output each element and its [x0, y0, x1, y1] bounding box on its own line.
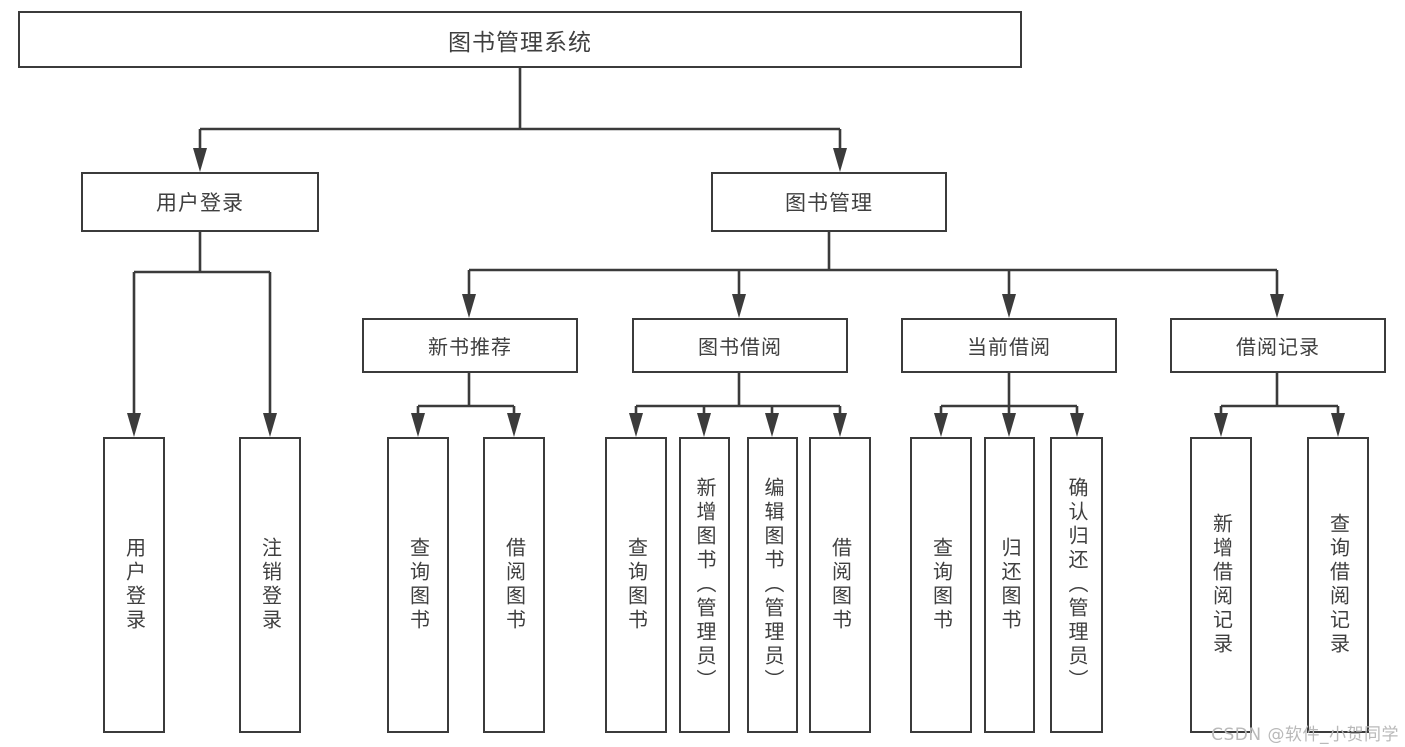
node-root-system[interactable]: 图书管理系统 — [18, 11, 1022, 68]
leaf-user-logout[interactable]: 注销登录 — [239, 437, 301, 733]
leaf-borrow-edit-book-admin[interactable]: 编辑图书（管理员） — [747, 437, 798, 733]
node-new-book-recommend[interactable]: 新书推荐 — [362, 318, 578, 373]
leaf-user-login-label: 用户登录 — [122, 537, 147, 633]
leaf-user-login[interactable]: 用户登录 — [103, 437, 165, 733]
node-book-management[interactable]: 图书管理 — [711, 172, 947, 232]
leaf-current-confirm-return-admin[interactable]: 确认归还（管理员） — [1050, 437, 1103, 733]
node-book-management-label: 图书管理 — [785, 191, 873, 215]
node-current-borrow[interactable]: 当前借阅 — [901, 318, 1117, 373]
leaf-recommend-query-book[interactable]: 查询图书 — [387, 437, 449, 733]
node-book-borrow[interactable]: 图书借阅 — [632, 318, 848, 373]
leaf-recommend-borrow-book-label: 借阅图书 — [502, 537, 527, 633]
node-book-borrow-label: 图书借阅 — [698, 335, 782, 359]
leaf-current-return-book[interactable]: 归还图书 — [984, 437, 1035, 733]
leaf-recommend-borrow-book[interactable]: 借阅图书 — [483, 437, 545, 733]
leaf-current-query-book-label: 查询图书 — [929, 537, 954, 633]
leaf-borrow-query-book-label: 查询图书 — [624, 537, 649, 633]
leaf-records-query-record[interactable]: 查询借阅记录 — [1307, 437, 1369, 733]
leaf-current-confirm-return-admin-label: 确认归还（管理员） — [1065, 477, 1089, 693]
leaf-current-return-book-label: 归还图书 — [998, 537, 1022, 633]
leaf-records-query-record-label: 查询借阅记录 — [1326, 513, 1351, 657]
leaf-borrow-query-book[interactable]: 查询图书 — [605, 437, 667, 733]
leaf-borrow-borrow-book[interactable]: 借阅图书 — [809, 437, 871, 733]
csdn-watermark: CSDN @软件_小贺同学 — [1211, 725, 1399, 745]
leaf-borrow-edit-book-admin-label: 编辑图书（管理员） — [761, 477, 785, 693]
leaf-borrow-add-book-admin[interactable]: 新增图书（管理员） — [679, 437, 730, 733]
leaf-records-add-record[interactable]: 新增借阅记录 — [1190, 437, 1252, 733]
leaf-current-query-book[interactable]: 查询图书 — [910, 437, 972, 733]
node-user-login-label: 用户登录 — [156, 191, 244, 215]
leaf-borrow-borrow-book-label: 借阅图书 — [828, 537, 853, 633]
node-user-login[interactable]: 用户登录 — [81, 172, 319, 232]
leaf-recommend-query-book-label: 查询图书 — [406, 537, 431, 633]
leaf-user-logout-label: 注销登录 — [258, 537, 283, 633]
leaf-borrow-add-book-admin-label: 新增图书（管理员） — [693, 477, 717, 693]
node-new-book-recommend-label: 新书推荐 — [428, 335, 512, 359]
node-borrow-records-label: 借阅记录 — [1236, 335, 1320, 359]
leaf-records-add-record-label: 新增借阅记录 — [1209, 513, 1234, 657]
node-root-system-label: 图书管理系统 — [448, 29, 592, 56]
node-current-borrow-label: 当前借阅 — [967, 335, 1051, 359]
node-borrow-records[interactable]: 借阅记录 — [1170, 318, 1386, 373]
